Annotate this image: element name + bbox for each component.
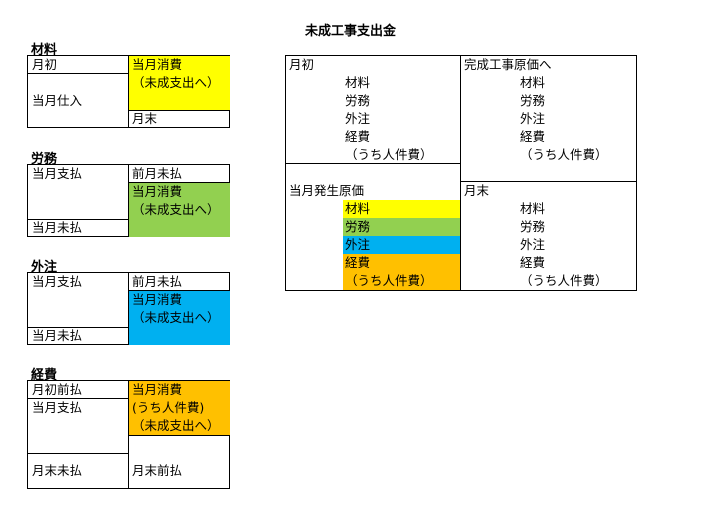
wip-ending-staff: （うち人件費） — [520, 273, 608, 288]
wip-current-label: 当月発生原価 — [289, 183, 365, 198]
wip-current-staff: （うち人件費） — [345, 273, 433, 288]
wip-beginning-materials: 材料 — [345, 75, 371, 90]
labor-to-wip: （未成支出へ） — [132, 202, 220, 217]
outsourcing-unpaid: 当月未払 — [32, 328, 83, 343]
outsourcing-prior-unpaid: 前月未払 — [132, 274, 183, 289]
materials-t-account: 月初 当月仕入 当月消費 （未成支出へ） 月末 — [27, 55, 230, 128]
materials-to-wip: （未成支出へ） — [132, 75, 220, 90]
expenses-paid: 当月支払 — [32, 400, 83, 415]
wip-outsourcing-fill — [343, 236, 460, 254]
wip-ending-label: 月末 — [464, 183, 490, 198]
outsourcing-consumption: 当月消費 — [132, 292, 183, 307]
expenses-ending-prepaid: 月末前払 — [132, 463, 183, 478]
outsourcing-title: 外注 — [31, 260, 58, 275]
materials-beginning: 月初 — [32, 57, 58, 72]
wip-beginning-label: 月初 — [289, 57, 315, 72]
wip-beginning-labor: 労務 — [345, 93, 371, 108]
labor-prior-unpaid: 前月未払 — [132, 166, 183, 181]
materials-consumption-fill — [129, 56, 230, 110]
wip-t-account: 月初 材料 労務 外注 経費 （うち人件費） 当月発生原価 材料 労務 外注 経… — [285, 55, 637, 291]
wip-completed-materials: 材料 — [520, 75, 546, 90]
expenses-unpaid: 月末未払 — [32, 463, 83, 478]
wip-completed-staff: （うち人件費） — [520, 147, 608, 162]
labor-paid: 当月支払 — [32, 166, 83, 181]
expenses-consumption-fill — [129, 381, 230, 435]
wip-current-materials: 材料 — [345, 201, 371, 216]
outsourcing-to-wip: （未成支出へ） — [132, 310, 220, 325]
labor-consumption: 当月消費 — [132, 184, 183, 199]
labor-consumption-fill — [129, 182, 230, 237]
expenses-title: 経費 — [31, 368, 58, 383]
labor-unpaid: 当月未払 — [32, 220, 83, 235]
expenses-staff-cost: (うち人件費) — [132, 400, 205, 415]
wip-beginning-staff: （うち人件費） — [345, 147, 433, 162]
labor-title: 労務 — [31, 152, 58, 167]
labor-t-account: 当月支払 当月未払 前月未払 当月消費 （未成支出へ） — [27, 164, 230, 237]
materials-ending: 月末 — [132, 111, 158, 126]
wip-current-labor: 労務 — [345, 219, 371, 234]
outsourcing-paid: 当月支払 — [32, 274, 83, 289]
wip-current-expenses: 経費 — [345, 255, 371, 270]
wip-completed-label: 完成工事原価へ — [464, 57, 552, 72]
materials-purchases: 当月仕入 — [32, 93, 83, 108]
wip-ending-expenses: 経費 — [520, 255, 546, 270]
wip-completed-expenses: 経費 — [520, 129, 546, 144]
expenses-beginning-prepaid: 月初前払 — [32, 382, 83, 397]
materials-title: 材料 — [31, 43, 58, 58]
wip-ending-outsourcing: 外注 — [520, 237, 546, 252]
wip-ending-materials: 材料 — [520, 201, 546, 216]
wip-ending-labor: 労務 — [520, 219, 546, 234]
wip-labor-fill — [343, 218, 460, 236]
wip-beginning-outsourcing: 外注 — [345, 111, 371, 126]
materials-consumption: 当月消費 — [132, 57, 183, 72]
outsourcing-t-account: 当月支払 当月未払 前月未払 当月消費 （未成支出へ） — [27, 272, 230, 345]
wip-beginning-expenses: 経費 — [345, 129, 371, 144]
wip-materials-fill — [343, 200, 460, 218]
wip-expenses-fill — [343, 254, 460, 290]
expenses-to-wip: （未成支出へ） — [132, 418, 220, 433]
expenses-consumption: 当月消費 — [132, 382, 183, 397]
wip-current-outsourcing: 外注 — [345, 237, 371, 252]
expenses-t-account: 月初前払 当月支払 月末未払 当月消費 (うち人件費) （未成支出へ） 月末前払 — [27, 380, 230, 489]
wip-completed-outsourcing: 外注 — [520, 111, 546, 126]
outsourcing-consumption-fill — [129, 290, 230, 345]
page-title: 未成工事支出金 — [305, 24, 397, 39]
wip-completed-labor: 労務 — [520, 93, 546, 108]
